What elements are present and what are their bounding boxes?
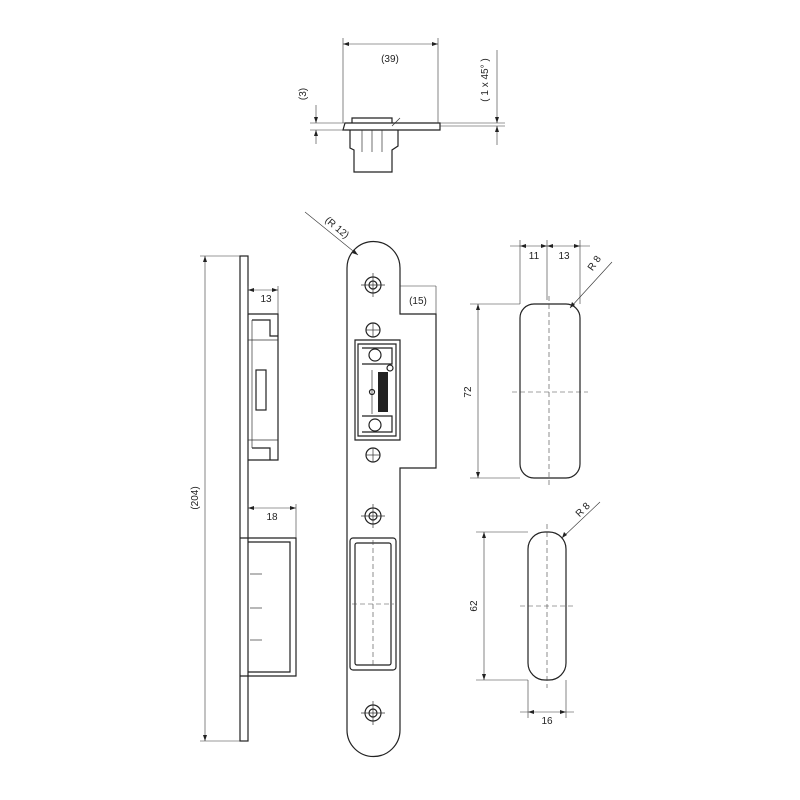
dim-overall-length: (204) [190,486,201,509]
front-view: (R 12) (15) [304,211,437,758]
dim-cover-13: 13 [558,251,570,262]
side-view: 13 18 (204) [190,255,297,742]
dim-cover-11: 11 [529,251,540,262]
dim-cover-radius-upper: R 8 [586,254,604,273]
dim-side-18: 18 [266,512,278,523]
side-view-plate [239,255,249,742]
dim-chamfer: ( 1 x 45° ) [480,58,491,101]
top-view-body [349,130,399,173]
dim-cover-72: 72 [463,386,474,398]
dim-cover-radius-lower: R 8 [574,501,593,520]
dim-top-width: (39) [381,54,399,65]
dim-cover-16: 16 [541,716,553,727]
dim-top-height: (3) [298,88,309,100]
front-view-outline [346,240,437,758]
cover-cap-62: R 8 62 16 [469,501,601,727]
cover-cap-72-outline [519,303,581,479]
top-view-plate [342,122,441,131]
dim-offset-15: (15) [409,296,427,307]
dim-side-13: 13 [260,294,272,305]
cover-cap-72: 11 13 R 8 72 [463,240,613,486]
dim-cover-62: 62 [469,600,480,612]
top-view: (39) (3) ( 1 x 45° ) [298,38,505,173]
